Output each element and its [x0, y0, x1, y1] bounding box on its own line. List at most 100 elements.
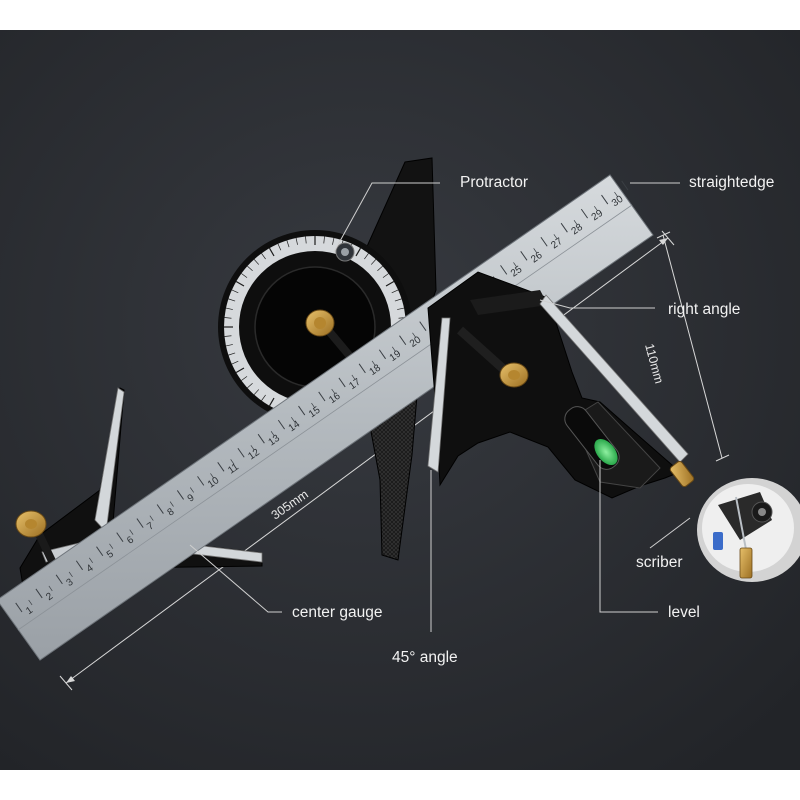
ruler-tick: [169, 501, 174, 507]
scriber-inset: [697, 478, 800, 582]
protractor-tick: [394, 298, 402, 302]
label-center-gauge: center gauge: [292, 604, 383, 621]
ruler-tick-label: 9: [186, 492, 197, 504]
leader-center-gauge: [189, 544, 282, 613]
level-bubble: [594, 438, 618, 466]
ruler-tick-label: 8: [166, 506, 177, 518]
label-scriber: scriber: [636, 554, 683, 571]
dimension-305mm: [59, 230, 675, 691]
ruler-tick: [230, 459, 235, 465]
ruler-tick: [560, 222, 568, 233]
protractor-tick: [225, 307, 233, 310]
ruler-tick: [621, 180, 629, 191]
ruler-tick: [129, 529, 134, 535]
ruler-tick: [338, 377, 346, 388]
ruler-tick: [378, 349, 387, 360]
ruler-tick-label: 5: [105, 548, 116, 560]
label-protractor: Protractor: [460, 174, 528, 191]
ruler-tick: [28, 599, 33, 606]
protractor-tick: [228, 352, 236, 356]
ruler-tick: [237, 447, 245, 458]
ruler-tick: [48, 585, 53, 592]
ruler-tick: [109, 543, 114, 549]
ruler-tick: [593, 205, 598, 212]
ruler-tick: [210, 473, 215, 479]
protractor-tick: [224, 335, 232, 337]
angle-45-edge: [427, 317, 451, 473]
ruler-tick-label: 4: [85, 562, 96, 574]
protractor-tick: [295, 237, 298, 245]
ruler-tick: [35, 588, 43, 599]
ruler-tick: [189, 487, 194, 493]
leader-scriber: [649, 517, 691, 549]
ruler-tick: [55, 574, 63, 585]
protractor-tick: [370, 259, 377, 265]
ruler-tick: [412, 332, 417, 338]
protractor-tick: [247, 382, 253, 389]
protractor-tick: [231, 289, 239, 294]
ruler-tick: [257, 433, 265, 444]
ruler-tick: [500, 265, 508, 275]
ruler-tick: [176, 490, 185, 500]
label-45-angle: 45° angle: [392, 649, 458, 666]
protractor-tick: [277, 243, 282, 251]
protractor-tick: [235, 367, 245, 374]
protractor-tick: [382, 273, 389, 278]
ruler-tick: [614, 191, 619, 198]
protractor-tick: [355, 247, 362, 257]
ruler-tick: [391, 346, 396, 352]
ruler-tick: [318, 391, 326, 402]
ruler-tick: [358, 363, 366, 374]
protractor-tick: [241, 273, 248, 278]
ruler-tick: [419, 321, 427, 331]
ruler-tick: [88, 557, 93, 563]
ruler-tick-label: 7: [145, 520, 156, 532]
protractor-tick: [247, 265, 253, 272]
ruler-tick-label: 6: [125, 534, 136, 546]
protractor-tick: [253, 259, 260, 265]
ruler-tick: [331, 388, 336, 395]
ruler-tick: [533, 248, 538, 254]
protractor-tick: [391, 289, 399, 294]
ruler-tick-label: 2: [44, 591, 55, 603]
ruler-tick: [149, 515, 154, 521]
ruler-tick: [351, 374, 356, 381]
ruler-tick: [75, 560, 84, 571]
ruler-tick: [270, 431, 275, 437]
protractor-tick: [397, 307, 405, 310]
ruler-tick: [298, 405, 306, 416]
ruler-tick: [116, 532, 124, 542]
protractor-tick: [305, 236, 307, 244]
ruler-tick: [601, 194, 609, 205]
protractor-tick: [231, 360, 239, 365]
protractor-tick: [235, 280, 245, 287]
ruler-tick: [311, 402, 316, 409]
protractor-tick: [261, 253, 266, 260]
ruler-tick: [520, 251, 528, 261]
leader-protractor: [333, 182, 440, 253]
protractor-tick: [224, 317, 232, 319]
ruler-tick: [197, 476, 205, 486]
protractor-tick: [385, 280, 395, 287]
ruler-tick-label: 1: [24, 605, 35, 617]
protractor-tick: [225, 344, 233, 347]
ruler-tick: [290, 416, 295, 423]
ruler-tick: [580, 208, 589, 219]
protractor-tick: [228, 298, 236, 302]
ruler-tick-label: 3: [65, 577, 76, 589]
ruler-tick: [217, 462, 225, 472]
leader-right-angle: [539, 299, 655, 309]
protractor-tick: [241, 376, 248, 381]
ruler-tick: [553, 234, 558, 240]
protractor-tick: [268, 247, 275, 257]
ruler-tick: [399, 335, 407, 346]
protractor-tick: [377, 265, 383, 272]
callout-lines: [189, 182, 691, 632]
label-level: level: [668, 604, 700, 621]
dimension-110mm: [656, 231, 730, 462]
leader-level: [599, 460, 658, 613]
protractor-tick: [364, 253, 369, 260]
protractor-tick: [268, 397, 275, 407]
